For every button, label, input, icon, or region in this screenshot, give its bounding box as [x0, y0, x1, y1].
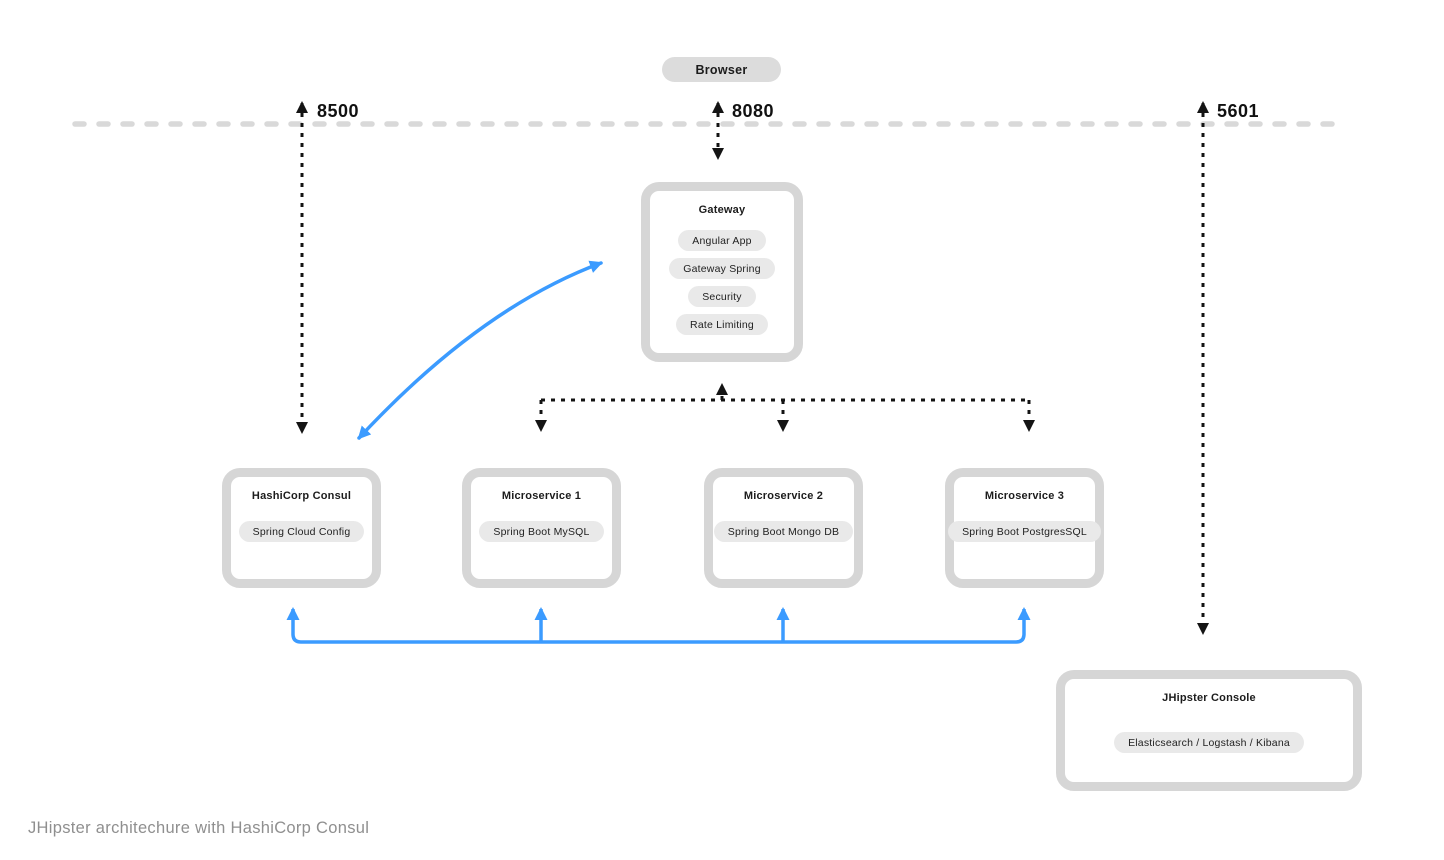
diagram-caption: JHipster architechure with HashiCorp Con… — [28, 819, 370, 837]
services-consul-bus-arrow — [286, 607, 1031, 644]
consul-title: HashiCorp Consul — [251, 490, 352, 502]
gateway-node: Gateway Angular App Gateway Spring Secur… — [641, 182, 803, 362]
microservice-1-node: Microservice 1 Spring Boot MySQL — [462, 468, 621, 588]
component-pill-security: Security — [688, 286, 756, 307]
browser-label: Browser — [695, 62, 748, 77]
microservice-3-node: Microservice 3 Spring Boot PostgresSQL — [945, 468, 1104, 588]
console-title: JHipster Console — [1162, 692, 1256, 704]
microservice-2-title: Microservice 2 — [743, 490, 824, 502]
jhipster-console-node: JHipster Console Elasticsearch / Logstas… — [1056, 670, 1362, 791]
microservice-1-title: Microservice 1 — [501, 490, 582, 502]
component-pill-spring-boot-mongo-db: Spring Boot Mongo DB — [713, 521, 854, 542]
component-pill-spring-cloud-config: Spring Cloud Config — [238, 521, 365, 542]
component-pill-spring-boot-mysql: Spring Boot MySQL — [479, 521, 604, 542]
gateway-to-microservices-branch — [535, 383, 1035, 432]
port-label-8500: 8500 — [317, 101, 360, 121]
gateway-components: Angular App Gateway Spring Security Rate… — [669, 230, 775, 335]
component-pill-elk: Elasticsearch / Logstash / Kibana — [1114, 732, 1304, 753]
gateway-consul-registration-arrow — [357, 260, 603, 440]
hashicorp-consul-node: HashiCorp Consul Spring Cloud Config — [222, 468, 381, 588]
component-pill-spring-boot-postgressql: Spring Boot PostgresSQL — [948, 521, 1101, 542]
port-label-8080: 8080 — [732, 101, 775, 121]
component-pill-rate-limiting: Rate Limiting — [676, 314, 768, 335]
component-pill-gateway-spring: Gateway Spring — [669, 258, 775, 279]
port-label-5601: 5601 — [1217, 101, 1260, 121]
browser-node: Browser — [662, 57, 781, 82]
microservice-2-node: Microservice 2 Spring Boot Mongo DB — [704, 468, 863, 588]
gateway-title: Gateway — [698, 204, 746, 216]
microservice-3-title: Microservice 3 — [984, 490, 1065, 502]
component-pill-angular-app: Angular App — [678, 230, 766, 251]
